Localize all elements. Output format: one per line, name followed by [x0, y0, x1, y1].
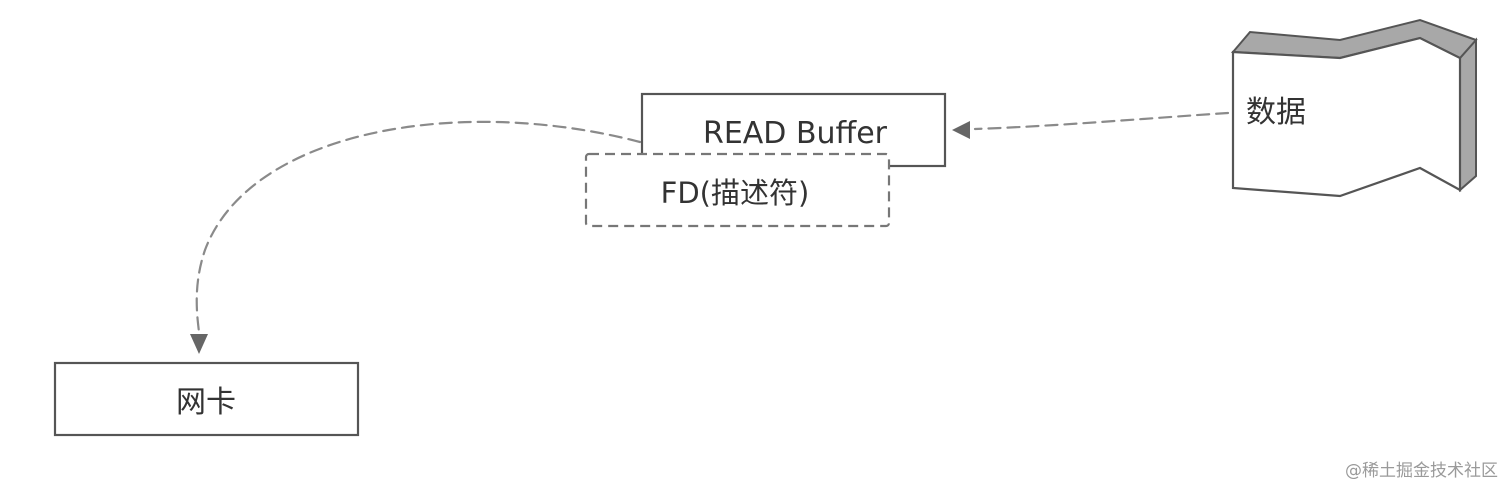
data-document-node: 数据 [1230, 18, 1478, 198]
document-front [1231, 36, 1462, 198]
fd-label: FD(描述符) [661, 176, 810, 210]
document-side [1459, 37, 1477, 193]
fd-node: FD(描述符) [584, 152, 891, 228]
fd-box [584, 152, 891, 228]
edge-buffer-to-nic [190, 120, 642, 354]
read-buffer-label: READ Buffer [703, 116, 888, 151]
edge-data-to-read-buffer [952, 111, 1230, 139]
watermark: @稀土掘金技术社区 [1345, 461, 1498, 481]
arrowhead-read-buffer [952, 121, 970, 139]
nic-label: 网卡 [176, 385, 236, 420]
nic-node: 网卡 [53, 361, 360, 437]
data-label: 数据 [1246, 95, 1306, 130]
nic-box [53, 361, 360, 437]
arrowhead-nic [190, 334, 208, 354]
